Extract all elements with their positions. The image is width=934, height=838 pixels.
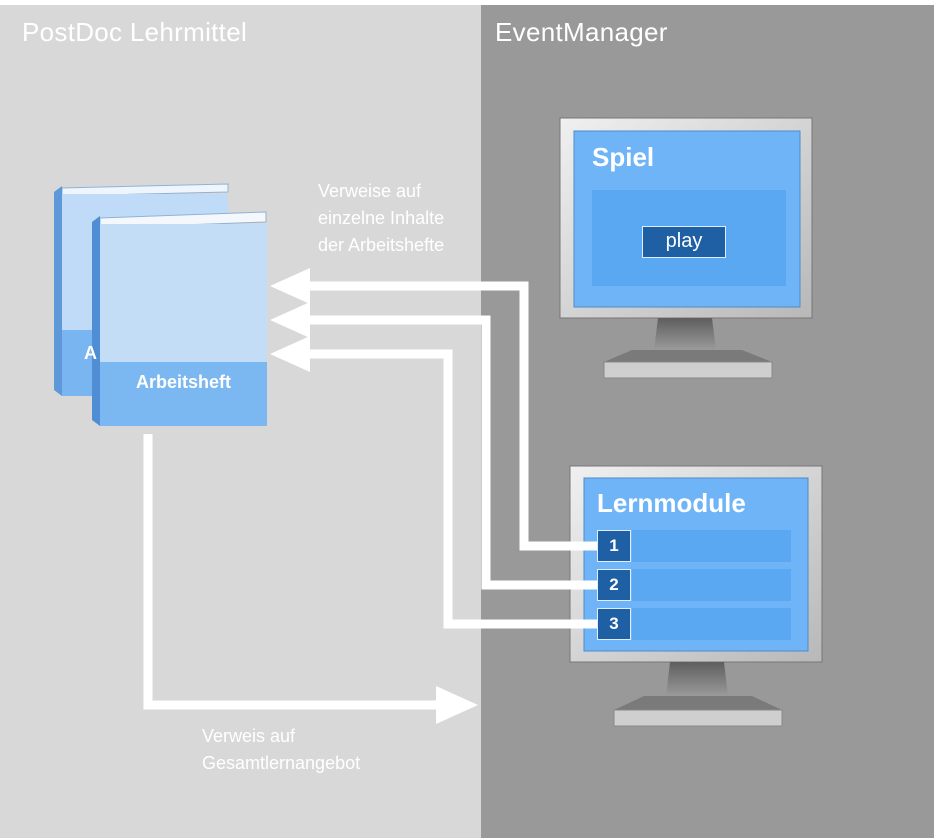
- total-offering-label: Verweis auf Gesamtlernangebot: [202, 723, 422, 777]
- postdoc-panel-title: PostDoc Lehrmittel: [22, 17, 248, 47]
- total-offering-line-2: Gesamtlernangebot: [202, 753, 361, 773]
- arrowhead-2: [270, 302, 310, 338]
- content-references-line-2: einzelne Inhalte: [318, 208, 445, 228]
- arrowhead-3: [270, 336, 310, 372]
- workbook-front: [92, 211, 267, 426]
- eventmanager-panel-title: EventManager: [495, 17, 668, 47]
- content-references-line-3: der Arbeitshefte: [318, 235, 445, 255]
- total-offering-line-1: Verweis auf: [202, 726, 296, 746]
- game-screen-title: Spiel: [592, 142, 655, 172]
- modules-screen-title: Lernmodule: [597, 488, 746, 518]
- modules-monitor: [569, 465, 823, 727]
- arrow-module-3: [308, 349, 597, 629]
- play-button[interactable]: play: [642, 226, 726, 258]
- game-monitor: [559, 117, 813, 379]
- total-offering-arrow: [143, 434, 478, 724]
- module-reference-arrows: [308, 281, 597, 629]
- workbook-back-label: A: [84, 343, 97, 363]
- module-item-3[interactable]: 3: [597, 608, 631, 640]
- module-item-2[interactable]: 2: [597, 569, 631, 601]
- module-item-1[interactable]: 1: [597, 530, 631, 562]
- content-references-label: Verweise auf einzelne Inhalte der Arbeit…: [318, 178, 498, 259]
- arrowheads: [270, 268, 310, 372]
- workbook-front-label: Arbeitsheft: [135, 372, 231, 392]
- content-references-line-1: Verweise auf: [318, 181, 422, 201]
- arrow-module-2: [308, 315, 597, 590]
- arrow-module-1: [308, 281, 597, 551]
- arrowhead-1: [270, 268, 310, 304]
